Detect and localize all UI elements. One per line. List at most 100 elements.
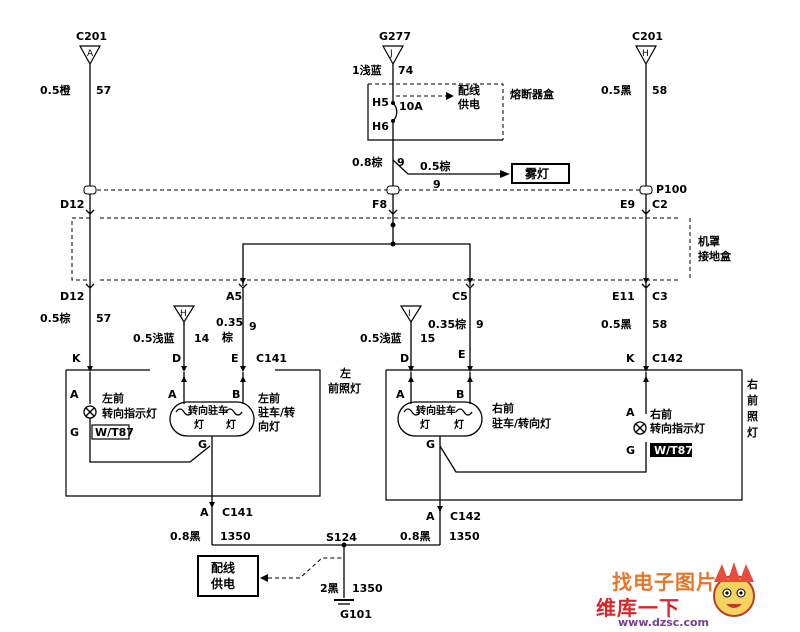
lower-right-mid-circuit: 9 — [476, 318, 484, 331]
arrow-down-icon — [240, 366, 246, 372]
connector-triangle-icon — [172, 305, 196, 324]
fuse-h6-label: H6 — [372, 120, 389, 133]
bottom-supply-1: 配线 — [211, 560, 235, 575]
c5-label: C5 — [452, 290, 468, 303]
bottom-right-a: A — [426, 510, 435, 523]
left-bulb-label-2: 灯 — [194, 418, 204, 431]
right-park-1: 右前 — [491, 401, 514, 415]
lower-mid-wire-b: 棕 — [221, 330, 233, 344]
fuse-element-icon — [392, 102, 398, 122]
filament-icon — [455, 408, 473, 416]
arrow-down-icon — [437, 506, 443, 512]
center-feed-wire: 1浅蓝 — [352, 63, 382, 77]
right-code-inner — [651, 444, 691, 456]
g277-label: G277 — [379, 30, 411, 43]
left-indicator-1: 左前 — [101, 391, 124, 405]
e11-label: E11 — [612, 290, 635, 303]
connector-triangle-icon — [381, 45, 405, 66]
arrow-up-icon — [181, 376, 187, 382]
filament-icon — [175, 408, 193, 416]
right-bulb-label-1: 转向驻车 — [416, 404, 456, 417]
connector-triangle-icon — [78, 45, 102, 66]
ground-box-border — [71, 217, 90, 281]
right-code: W/T87 — [654, 444, 693, 457]
left-headlamp-assembly: H 0.5浅蓝 14 K D E C141 左 前照灯 A 左前 转向指示灯 G… — [65, 305, 361, 497]
arrow-down-icon — [408, 366, 414, 372]
right-indicator-1: 右前 — [649, 407, 672, 421]
lower-mid-circuit: 9 — [249, 320, 257, 333]
right-code-box — [650, 443, 692, 457]
left-e-label: E — [231, 352, 239, 365]
fog-main-wire: 0.8棕 — [352, 155, 383, 169]
left-indicator-pin-a: A — [70, 388, 79, 401]
right-k-label: K — [626, 352, 635, 365]
left-lamp-housing — [65, 369, 321, 497]
right-indicator-ground — [439, 442, 647, 473]
lower-right-circuit: 58 — [652, 318, 667, 331]
arrow-down-icon — [209, 502, 215, 508]
lower-left-wire: 0.5棕 — [40, 311, 71, 325]
left-k-label: K — [72, 352, 81, 365]
fuse-rating: 10A — [399, 100, 423, 113]
p100-connector-icon — [83, 185, 97, 195]
right-title-4: 灯 — [747, 425, 758, 439]
left-feed-wire: 0.5橙 — [40, 83, 71, 97]
right-e-label: E — [458, 348, 466, 361]
arrow-down-icon — [643, 366, 649, 372]
fog-lamp-label: 雾灯 — [524, 166, 549, 181]
arrow-down-icon — [181, 366, 187, 372]
fog-main-circuit: 9 — [397, 156, 405, 169]
right-bulb-pin-b: B — [456, 388, 464, 401]
lower-right-wire: 0.5黑 — [601, 318, 632, 331]
fuse-box: 熔断器盒 H5 H6 10A 配线 供电 — [367, 83, 555, 186]
bottom-right-wire: 0.8黑 — [400, 530, 431, 543]
wire-9-distribution — [242, 243, 471, 286]
supply-box — [197, 555, 259, 597]
arrow-up-icon — [643, 376, 649, 382]
left-c141-label: C141 — [256, 352, 287, 365]
left-blue-wire: 0.5浅蓝 — [133, 331, 175, 345]
arrow-down-icon — [467, 278, 473, 284]
e9-label: E9 — [620, 198, 635, 211]
supply-line-1: 配线 — [458, 83, 480, 97]
arrow-left-icon — [260, 574, 268, 582]
watermark-line-1: 找电子图片 — [612, 570, 717, 594]
pin-j-label: J — [389, 49, 393, 59]
connector-c201-right: C201 H — [632, 30, 663, 66]
p100-connector-icon — [386, 185, 400, 195]
right-lamp-housing — [385, 370, 743, 501]
c201-left-label: C201 — [76, 30, 107, 43]
bottom-right-circuit: 1350 — [449, 530, 480, 543]
left-d-label: D — [172, 352, 181, 365]
ground-wire-label: 2黑 — [320, 582, 339, 595]
d12-label-top: D12 — [60, 198, 84, 211]
c201-right-label: C201 — [632, 30, 663, 43]
d12-label-bottom: D12 — [60, 290, 84, 303]
right-blue-wire: 0.5浅蓝 — [360, 331, 402, 345]
bottom-supply-2: 供电 — [210, 576, 235, 591]
left-bulb-pin-g: G — [198, 438, 207, 451]
fuse-box-border — [368, 83, 504, 140]
right-c142-label: C142 — [652, 352, 683, 365]
left-park-2: 驻车/转 — [258, 405, 295, 419]
left-indicator-ground — [89, 418, 211, 463]
right-blue-circuit: 15 — [420, 332, 435, 345]
splice-dot-icon — [390, 222, 396, 228]
left-h-label: H — [180, 309, 187, 319]
left-park-3: 向灯 — [258, 419, 280, 433]
right-title-1: 右 — [746, 377, 758, 391]
center-feed-circuit: 74 — [398, 64, 414, 77]
c2-label: C2 — [652, 198, 668, 211]
right-title-2: 前 — [747, 393, 758, 407]
arrow-down-icon — [467, 366, 473, 372]
pin-h-label: H — [642, 49, 649, 59]
arrow-up-icon — [240, 376, 246, 382]
connector-triangle-icon — [634, 45, 658, 66]
left-code: W/T87 — [95, 426, 134, 439]
ground-box-label-2: 接地盒 — [698, 249, 732, 263]
right-i-label: I — [408, 309, 411, 319]
left-bulb-pin-a: A — [168, 388, 177, 401]
filament-icon — [403, 408, 421, 416]
left-code-box — [91, 424, 130, 440]
